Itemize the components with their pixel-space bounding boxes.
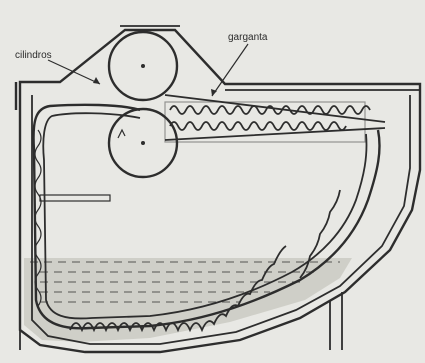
label-cilindros: cilindros <box>15 50 52 61</box>
liquid-bath <box>24 258 352 342</box>
lower-cylinder-axle <box>141 141 145 145</box>
leader-cilindros-arrow <box>93 77 100 84</box>
leader-cilindros <box>48 60 100 84</box>
label-garganta: garganta <box>228 32 268 43</box>
fabric-folds-throat-2 <box>170 122 346 130</box>
upper-cylinder-axle <box>141 64 145 68</box>
rotation-arrow <box>118 130 125 138</box>
leader-garganta <box>212 44 248 96</box>
side-shelf <box>40 195 110 201</box>
